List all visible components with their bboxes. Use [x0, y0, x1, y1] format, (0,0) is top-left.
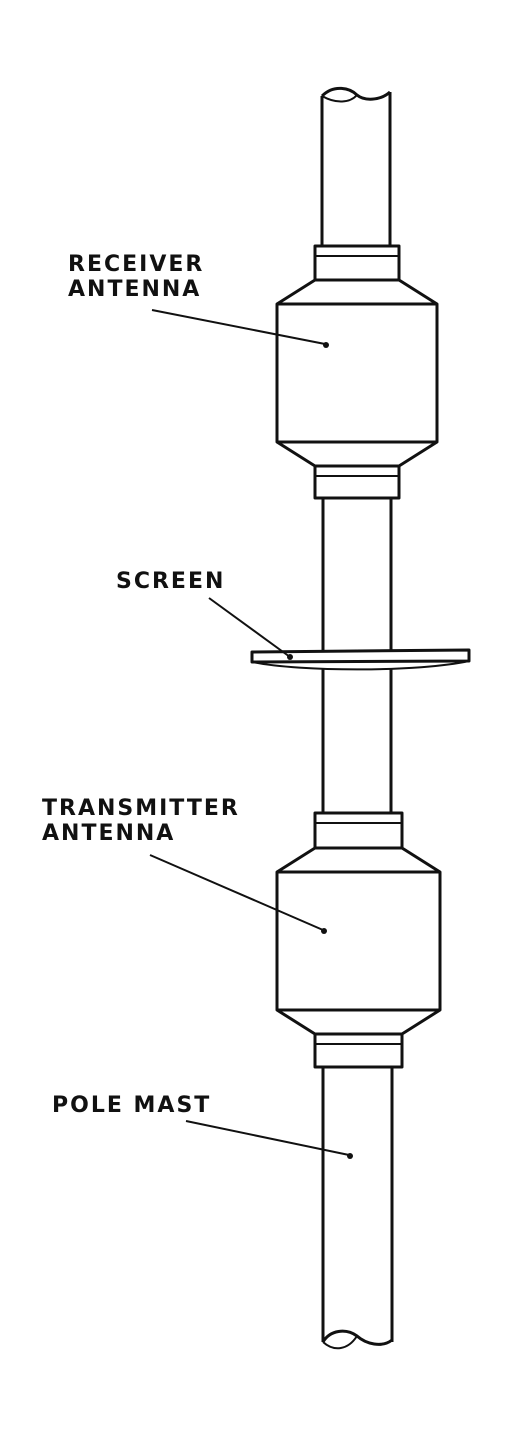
leader-dots — [287, 342, 353, 1159]
pole-mast-middle-lower — [321, 668, 393, 813]
screen-leader-line — [208, 597, 291, 658]
screen-leader-dot — [287, 654, 293, 660]
transmitter-leader-line — [149, 854, 324, 931]
receiver-leader-dot — [323, 342, 329, 348]
screen-plate — [250, 648, 471, 671]
pole-mast-top — [320, 86, 392, 246]
pole-leader-line — [185, 1120, 350, 1156]
receiver-antenna-label-line2: ANTENNA — [68, 277, 202, 302]
transmitter-antenna-label-line2: ANTENNA — [42, 821, 176, 846]
receiver-antenna-label: RECEIVER ANTENNA — [68, 252, 204, 302]
receiver-antenna — [275, 244, 439, 500]
screen-label-line1: SCREEN — [116, 569, 226, 594]
pole-mast-label-line1: POLE MAST — [52, 1093, 212, 1118]
pole-mast-label: POLE MAST — [52, 1093, 211, 1118]
screen-label: SCREEN — [116, 569, 225, 594]
transmitter-antenna-label-line1: TRANSMITTER — [42, 796, 240, 821]
leader-lines — [149, 309, 350, 1156]
receiver-leader-line — [151, 309, 326, 345]
transmitter-antenna-label: TRANSMITTER ANTENNA — [42, 796, 240, 846]
receiver-antenna-label-line1: RECEIVER — [68, 252, 205, 277]
pole-leader-dot — [347, 1153, 353, 1159]
pole-mast-bottom — [321, 1067, 394, 1350]
transmitter-leader-dot — [321, 928, 327, 934]
transmitter-antenna — [275, 811, 442, 1069]
pole-mast-middle-upper — [321, 498, 393, 652]
